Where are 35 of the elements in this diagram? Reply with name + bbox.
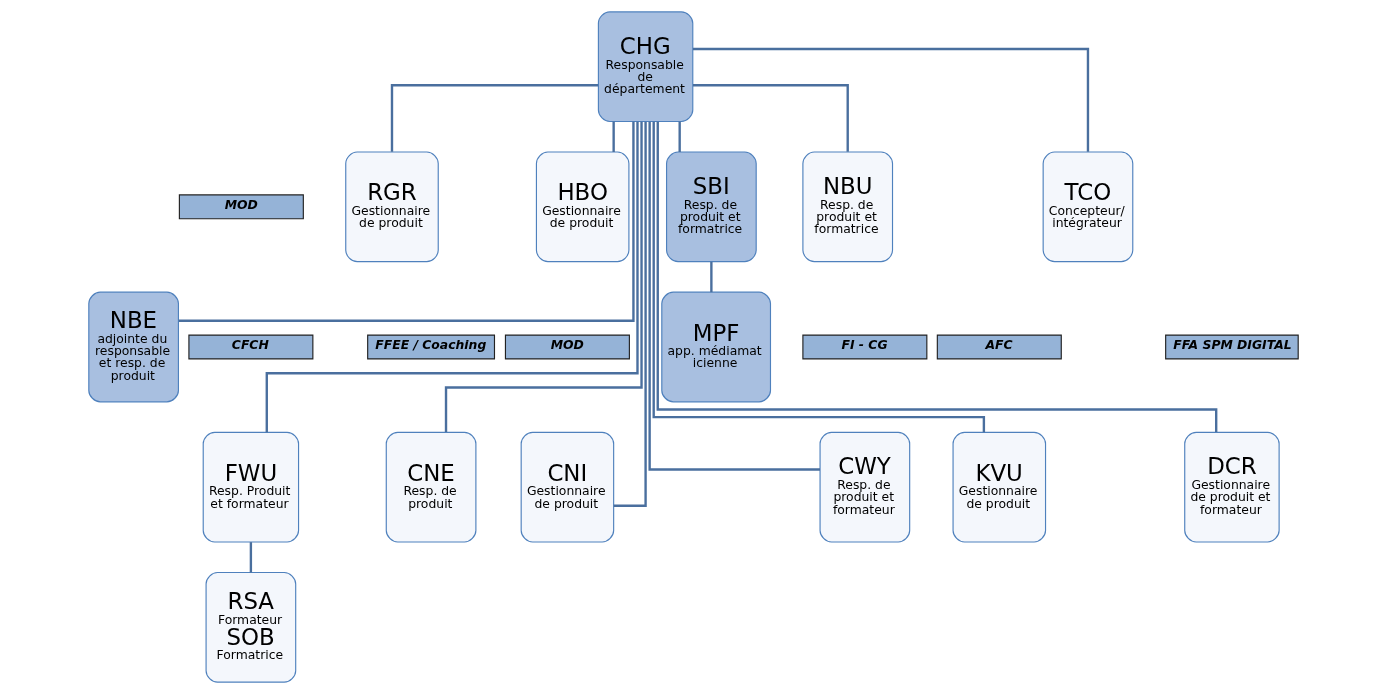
node-box: FWU Resp. Produit et formateur: [202, 431, 299, 543]
connector: [611, 121, 615, 152]
node-box: CHG Responsable de département: [597, 11, 693, 123]
node-box: CNI Gestionnaire de produit: [520, 431, 614, 543]
connector: [692, 84, 849, 152]
connector: [265, 121, 639, 433]
node-box: NBE adjointe du responsable et resp. de produit: [87, 291, 179, 403]
node-box: MOD: [504, 334, 630, 360]
connector: [444, 121, 643, 433]
node-box: TCO Concepteur/ intégrateur: [1042, 151, 1133, 263]
node-box: RGR Gestionnaire de produit: [344, 151, 439, 263]
connector: [652, 121, 985, 433]
connector: [390, 84, 598, 152]
node-box: FFEE / Coaching: [366, 334, 495, 360]
node-box: FI - CG: [801, 334, 927, 360]
node-box: MOD: [178, 194, 304, 220]
connector: [613, 121, 647, 507]
node-box: MPF app. médiamaticienne: [660, 291, 771, 403]
connector: [178, 121, 635, 322]
node-box: NBU Resp. de produit et formatrice: [801, 151, 893, 263]
connector: [678, 121, 681, 152]
node-box: CFCH: [187, 334, 313, 360]
connector: [692, 47, 1089, 152]
node-box: RSA Formateur SOB Formatrice: [205, 571, 296, 683]
node-box: KVU Gestionnaire de produit: [952, 431, 1046, 543]
node-box: DCR Gestionnaire de produit et formateur: [1183, 431, 1280, 543]
connector: [647, 121, 820, 471]
node-box: CWY Resp. de produit et formateur: [819, 431, 910, 543]
node-box: SBI Resp. de produit et formatrice: [665, 151, 757, 263]
node-box: AFC: [936, 334, 1062, 360]
connector: [249, 542, 252, 573]
node-box: CNE Resp. de produit: [385, 431, 476, 543]
connector: [709, 261, 713, 293]
node-box: HBO Gestionnaire de produit: [535, 151, 629, 263]
node-box: FFA SPM DIGITAL: [1164, 334, 1299, 360]
